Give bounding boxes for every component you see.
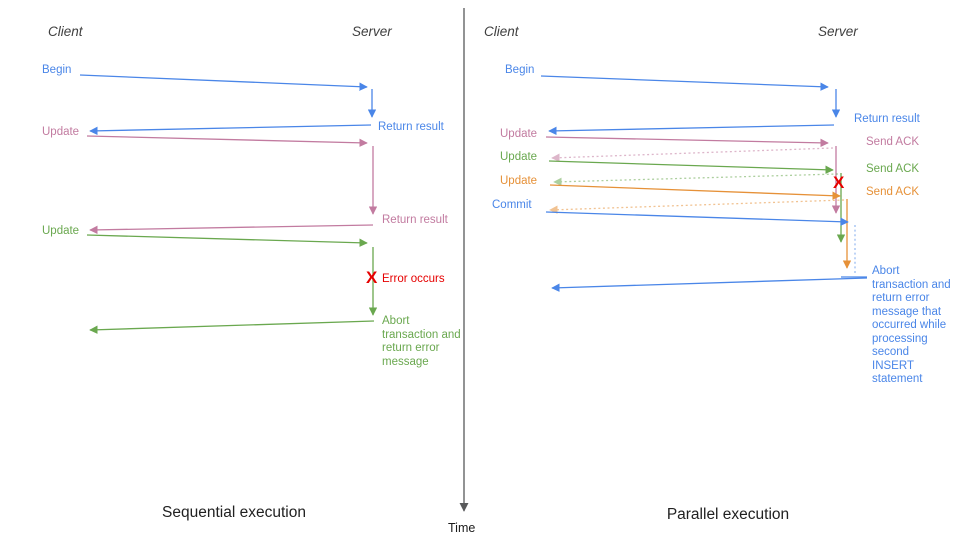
par-send-ack-3-arrow — [549, 199, 845, 214]
par-commit-request-arrow — [545, 211, 849, 226]
par-update-3-request-arrow — [549, 184, 841, 200]
seq-update-1-label: Update — [42, 126, 80, 138]
seq-return-result-2-label: Return result — [382, 214, 448, 226]
seq-abort-return-arrow — [89, 320, 375, 334]
par-abort-note: Abort transaction and return error messa… — [872, 265, 951, 385]
par-begin-request-arrow — [540, 75, 829, 91]
seq-abort-note: Abort transaction and return error messa… — [382, 315, 461, 368]
par-update-1-label: Update — [500, 128, 538, 140]
par-return-result-label: Return result — [854, 113, 920, 125]
par-error-x-icon: X — [833, 173, 845, 192]
par-client-label: Client — [484, 24, 519, 39]
seq-return-result-2-arrow — [89, 224, 374, 235]
par-server-label: Server — [818, 24, 858, 39]
seq-server-label: Server — [352, 24, 392, 39]
par-return-result-arrow — [548, 124, 835, 136]
par-send-ack-3-label: Send ACK — [866, 186, 920, 198]
seq-update-1-request-arrow — [86, 135, 368, 148]
seq-error-occurs-label: Error occurs — [382, 273, 445, 285]
seq-begin-label: Begin — [42, 64, 72, 76]
seq-return-result-1-arrow — [89, 124, 372, 136]
par-send-ack-1-arrow — [551, 147, 834, 162]
par-update-1-request-arrow — [545, 136, 829, 148]
par-send-ack-2-arrow — [553, 173, 839, 187]
seq-update-2-label: Update — [42, 225, 80, 237]
par-update-2-request-arrow — [548, 160, 834, 174]
par-begin-label: Begin — [505, 64, 535, 76]
seq-client-label: Client — [48, 24, 83, 39]
par-update-2-label: Update — [500, 151, 538, 163]
par-commit-label: Commit — [492, 199, 532, 211]
par-send-ack-2-label: Send ACK — [866, 163, 920, 175]
time-axis-label: Time — [448, 521, 476, 535]
seq-return-result-1-label: Return result — [378, 121, 444, 133]
par-caption: Parallel execution — [666, 506, 790, 523]
seq-error-x-icon: X — [366, 268, 378, 287]
seq-caption: Sequential execution — [162, 504, 306, 521]
par-send-ack-1-label: Send ACK — [866, 136, 920, 148]
seq-update-2-request-arrow — [86, 234, 368, 248]
par-abort-return-arrow — [551, 277, 868, 292]
par-update-3-label: Update — [500, 175, 538, 187]
seq-begin-request-arrow — [79, 74, 368, 91]
